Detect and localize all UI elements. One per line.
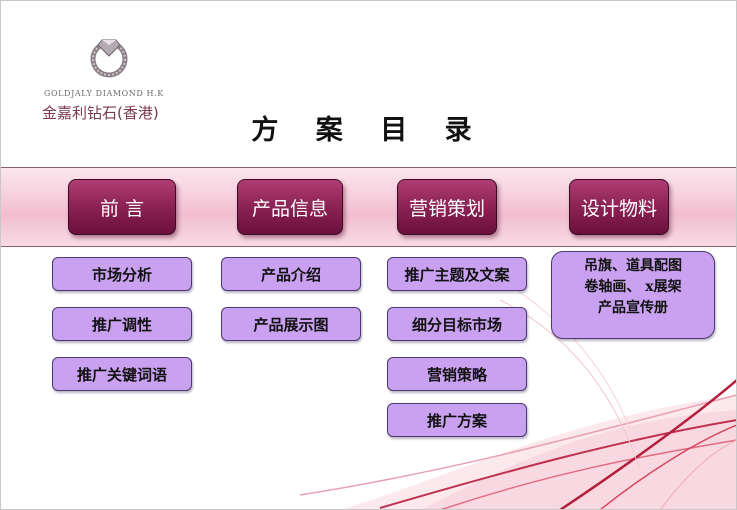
item-target-market[interactable]: 细分目标市场 xyxy=(387,307,527,341)
brand-logo: GOLDJALY DIAMOND H.K 金嘉利钻石(香港) xyxy=(40,28,200,128)
item-promotion-theme[interactable]: 推广主题及文案 xyxy=(387,257,527,291)
item-promotion-tone[interactable]: 推广调性 xyxy=(52,307,192,341)
item-promotion-plan[interactable]: 推广方案 xyxy=(387,403,527,437)
item-marketing-strategy[interactable]: 营销策略 xyxy=(387,357,527,391)
design-item-brochure: 产品宣传册 xyxy=(598,300,668,316)
page-title: 方 案 目 录 xyxy=(251,115,486,146)
category-preface-button[interactable]: 前 言 xyxy=(68,179,176,235)
category-product-info-button[interactable]: 产品信息 xyxy=(237,179,343,235)
category-design-materials-button[interactable]: 设计物料 xyxy=(569,179,669,235)
item-product-display[interactable]: 产品展示图 xyxy=(221,307,361,341)
item-promotion-keywords[interactable]: 推广关键词语 xyxy=(52,357,192,391)
category-marketing-button[interactable]: 营销策划 xyxy=(397,179,497,235)
item-product-intro[interactable]: 产品介绍 xyxy=(221,257,361,291)
brand-name-cn: 金嘉利钻石(香港) xyxy=(42,104,159,122)
item-market-analysis[interactable]: 市场分析 xyxy=(52,257,192,291)
design-item-banners: 吊旗、道具配图 xyxy=(584,258,682,274)
design-item-scroll-rack: 卷轴画、 x展架 xyxy=(584,279,682,295)
brand-name-en: GOLDJALY DIAMOND H.K xyxy=(44,89,164,98)
diamond-ring-icon xyxy=(90,39,128,78)
item-design-materials[interactable]: 吊旗、道具配图 卷轴画、 x展架 产品宣传册 xyxy=(551,251,715,339)
